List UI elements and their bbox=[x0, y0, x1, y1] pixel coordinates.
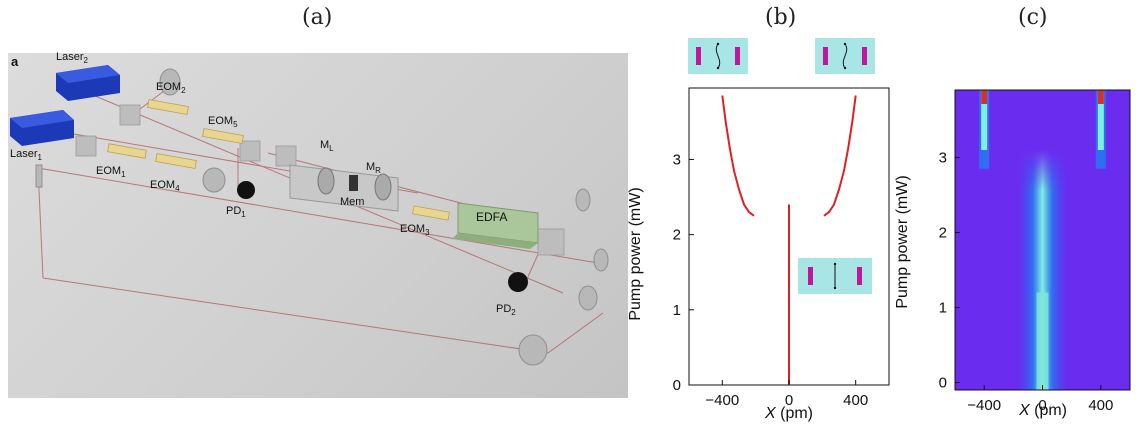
setup-drawing bbox=[10, 65, 609, 366]
ytick-label: 2 bbox=[939, 225, 947, 242]
corner-letter-a: a bbox=[11, 54, 19, 69]
plot-frame-c bbox=[954, 89, 1131, 391]
xlabel-c: X (pm) bbox=[1018, 402, 1067, 419]
xtick-label: 0 bbox=[1038, 397, 1046, 414]
membrane bbox=[349, 175, 358, 191]
label-eom1: EOM1 bbox=[96, 165, 126, 180]
ylabel-b: Pump power (mW) bbox=[627, 187, 644, 320]
mirror-ml bbox=[317, 167, 335, 195]
edfa-box bbox=[452, 202, 539, 249]
label-eom2: EOM2 bbox=[156, 81, 186, 96]
ytick-label: 3 bbox=[673, 151, 681, 168]
pd2-diode bbox=[508, 272, 528, 292]
label-eom4: EOM4 bbox=[150, 179, 180, 194]
laser2-box bbox=[56, 65, 120, 101]
branch-core-1 bbox=[1097, 90, 1104, 150]
label-mem: Mem bbox=[340, 196, 365, 208]
xtick-label: 400 bbox=[1088, 397, 1113, 414]
setup-illustration: a Laser2 Laser1 EOM2 EOM5 EOM1 EOM4 EOM3… bbox=[8, 51, 628, 398]
xtick-label: 0 bbox=[785, 392, 793, 409]
label-eom3: EOM3 bbox=[400, 223, 430, 238]
chart-b-marks: −400 0 400 0 1 2 3 bbox=[673, 95, 868, 409]
ylabel-c: Pump power (mW) bbox=[894, 175, 911, 308]
ytick-label: 1 bbox=[673, 302, 681, 319]
laser1-box bbox=[10, 110, 74, 146]
label-eom5: EOM5 bbox=[208, 115, 238, 130]
label-mr: MR bbox=[366, 161, 381, 176]
mirror-mr bbox=[374, 173, 392, 201]
heatmap-marks: −400 0 400 0 1 2 3 bbox=[939, 90, 1113, 414]
ytick-label: 0 bbox=[939, 375, 947, 392]
branch-peak-0 bbox=[981, 90, 988, 104]
series-line-1 bbox=[721, 95, 755, 217]
chart-c: −400 0 400 0 1 2 3 Pump power (mW) X (pm) bbox=[894, 89, 1131, 419]
panel-label-c: (c) bbox=[1018, 5, 1048, 30]
xtick-label: 400 bbox=[843, 392, 868, 409]
series-line-2 bbox=[823, 95, 857, 217]
ytick-label: 0 bbox=[673, 377, 681, 394]
central-core bbox=[1036, 292, 1049, 390]
central-band-fade bbox=[1018, 150, 1067, 190]
ytick-label: 3 bbox=[939, 150, 947, 167]
label-pd2: PD2 bbox=[496, 303, 516, 318]
membrane-bench bbox=[289, 164, 399, 212]
label-laser2: Laser2 bbox=[56, 51, 88, 66]
cavity-inset-right bbox=[815, 38, 875, 74]
xtick-label: −400 bbox=[967, 397, 1001, 414]
xlabel-b: X (pm) bbox=[764, 405, 813, 422]
label-pd1: PD1 bbox=[226, 205, 246, 220]
cavity-inset-left bbox=[688, 38, 748, 74]
panel-label-b: (b) bbox=[765, 5, 797, 30]
chart-b: −400 0 400 0 1 2 3 Pump power (mW) X (pm) bbox=[627, 38, 890, 422]
ytick-label: 1 bbox=[939, 300, 947, 317]
xtick-label: −400 bbox=[705, 392, 739, 409]
beam-splitter-cubes bbox=[75, 104, 565, 256]
label-laser1: Laser1 bbox=[10, 148, 42, 163]
ytick-label: 2 bbox=[673, 227, 681, 244]
eom-rods bbox=[107, 99, 450, 221]
pd1-diode bbox=[237, 181, 255, 199]
cavity-inset-center bbox=[798, 258, 872, 294]
panel-label-a: (a) bbox=[302, 5, 333, 30]
branch-core-0 bbox=[981, 90, 988, 150]
label-ml: ML bbox=[320, 139, 334, 154]
mirrors bbox=[35, 68, 609, 366]
branch-peak-1 bbox=[1097, 90, 1104, 104]
label-edfa: EDFA bbox=[476, 210, 508, 224]
